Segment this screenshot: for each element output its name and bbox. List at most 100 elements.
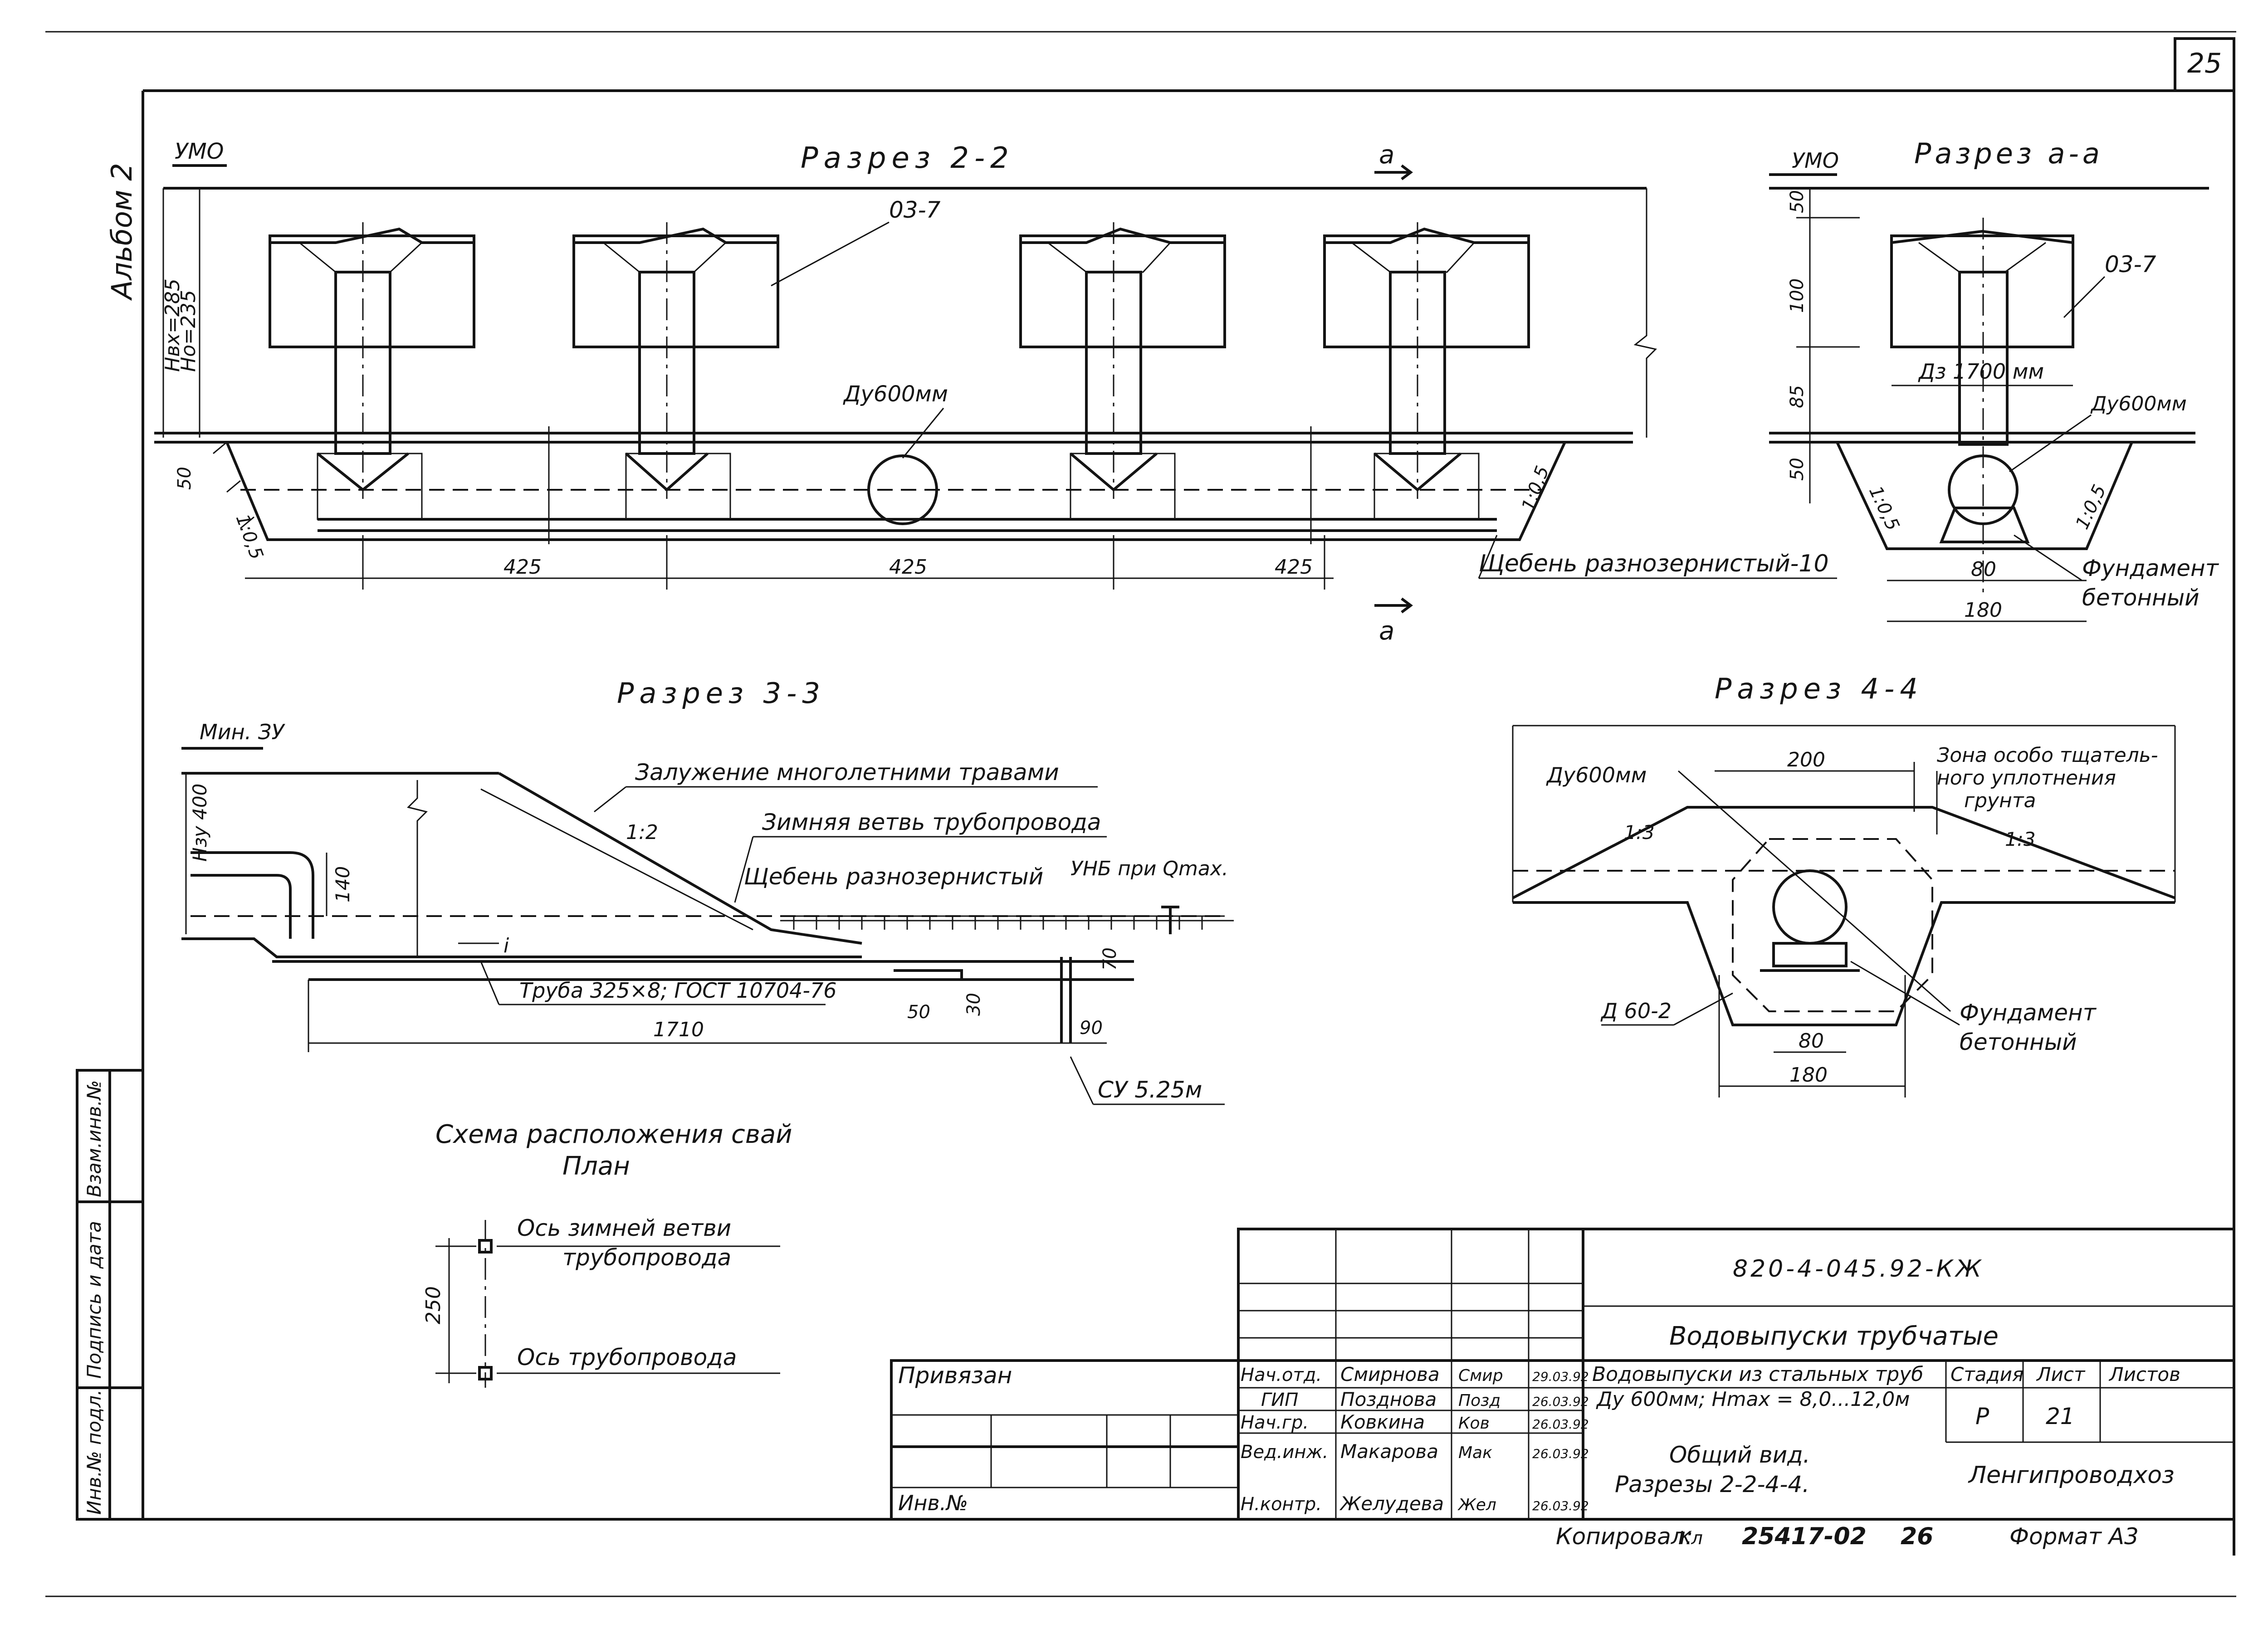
signer-signature: Жел — [1457, 1496, 1496, 1514]
order-sheet: 26 — [1901, 1523, 1933, 1550]
signer-row: Н.контр. Желудева Жел 26.03.92 — [1241, 1493, 1589, 1515]
section-a-a: Разрез а-а УМО 50 100 85 50 Дз 1700 мм 0… — [1769, 137, 2219, 622]
h-zu-label: Hзу 400 — [189, 784, 211, 862]
dim-250: 250 — [422, 1286, 445, 1324]
section-3-3: Разрез 3-3 Мин. ЗУ Hзу 400 140 1:2 i Зал… — [181, 677, 1234, 1105]
format: Формат А3 — [2009, 1523, 2139, 1550]
section-2-2-title: Разрез 2-2 — [801, 141, 1014, 175]
signer-role: Нач.отд. — [1241, 1365, 1322, 1385]
h-vx-label: Hвх=285 — [161, 278, 184, 372]
outlet-cap-4 — [1323, 222, 1530, 520]
dim-80-4-4: 80 — [1799, 1029, 1824, 1053]
pipe-label-a-a: Дy600мм — [2090, 392, 2187, 415]
pile-scheme: Схема расположения свай План 250 Ось зим… — [422, 1120, 792, 1388]
outlet-cap-2 — [572, 222, 779, 520]
signer-date: 29.03.92 — [1532, 1369, 1589, 1384]
foundation-a-a-1: Фундамент — [2082, 555, 2219, 581]
slope-left-a-a: 1:0,5 — [1865, 483, 1903, 534]
cut-letter-top: а — [1379, 140, 1394, 170]
signer-date: 26.03.92 — [1532, 1394, 1589, 1409]
signer-role: Н.контр. — [1241, 1494, 1322, 1515]
side-inv-podl: Инв.№ подл. — [83, 1390, 105, 1515]
tb-inv-no: Инв.№ — [898, 1491, 968, 1515]
pile-marker-main — [478, 1366, 493, 1380]
outlet-cap-1 — [269, 222, 475, 520]
dim-a-a-85: 85 — [1787, 385, 1808, 408]
slope-left-4-4: 1:3 — [1624, 821, 1655, 844]
h-o-label: Hо=235 — [177, 290, 200, 372]
pile-scheme-title-2: План — [562, 1151, 630, 1181]
dim-50-3-3: 50 — [907, 1002, 930, 1023]
signer-date: 26.03.92 — [1532, 1446, 1589, 1461]
signer-row: Вед.инж. Макарова Мак 26.03.92 — [1241, 1440, 1589, 1463]
span-1: 425 — [503, 556, 542, 579]
tb-sheet-name-2: Разрезы 2-2-4-4. — [1615, 1471, 1809, 1497]
section-a-a-title: Разрез а-а — [1914, 137, 2103, 170]
section-4-4: Разрез 4-4 200 Дy600мм Зона особо тщател… — [1512, 672, 2176, 1097]
pile-scheme-title-1: Схема расположения свай — [435, 1120, 792, 1149]
dim-70-3-3: 70 — [1100, 947, 1120, 971]
copier-sign: Кл — [1678, 1528, 1703, 1549]
signer-signature: Смир — [1458, 1366, 1503, 1385]
zone-label-1: Зона особо тщатель- — [1937, 744, 2158, 767]
dim-140: 140 — [332, 866, 354, 902]
signer-name: Макарова — [1340, 1440, 1438, 1463]
side-stamp — [76, 1069, 144, 1521]
dim-90: 90 — [1080, 1018, 1103, 1039]
foundation-4-4-2: бетонный — [1960, 1029, 2077, 1055]
outlet-cap-3 — [1019, 222, 1226, 520]
tb-project: Водовыпуски трубчатые — [1669, 1322, 1999, 1351]
signer-date: 26.03.92 — [1532, 1417, 1589, 1432]
axis-pipe: Ось трубопровода — [517, 1344, 737, 1371]
page-number: 25 — [2187, 48, 2222, 79]
dim-1710: 1710 — [653, 1018, 704, 1041]
dim-200: 200 — [1787, 748, 1825, 771]
pipe-section-4-4 — [1772, 869, 1848, 945]
axis-winter-1: Ось зимней ветви — [517, 1215, 731, 1241]
tb-sheet: 21 — [2046, 1403, 2075, 1429]
album-label: Альбом 2 — [105, 163, 138, 301]
tb-object-2: Ду 600мм; Hmax = 8,0...12,0м — [1596, 1388, 1910, 1411]
tb-sheet-name-1: Общий вид. — [1669, 1442, 1810, 1468]
zone-label-2: ного уплотнения — [1937, 766, 2116, 790]
signer-role: Вед.инж. — [1241, 1442, 1328, 1463]
pipe-section-2-2 — [867, 454, 938, 525]
dim-180-a-a: 180 — [1964, 599, 2002, 622]
signer-role: ГИП — [1261, 1390, 1298, 1410]
grass-label: Залужение многолетними травами — [635, 759, 1059, 785]
signer-row: Нач.отд. Смирнова Смир 29.03.92 — [1241, 1363, 1589, 1385]
signer-date: 26.03.92 — [1532, 1498, 1589, 1513]
pipe-label-2-2: Дy600мм — [843, 381, 948, 407]
signer-signature: Мак — [1458, 1444, 1492, 1462]
title-block: 820-4-045.92-КЖ Водовыпуски трубчатые Во… — [890, 1228, 2235, 1521]
side-vzam-inv: Взам.инв.№ — [83, 1080, 105, 1197]
signer-row: Нач.гр. Ковкина Ков 26.03.92 — [1241, 1411, 1589, 1433]
signer-name: Позднова — [1340, 1388, 1437, 1410]
section-2-2: Разрез 2-2 УМО Hвх=285 Hо=235 — [154, 139, 1837, 646]
dim-a-a-50b: 50 — [1787, 458, 1808, 481]
signer-signature: Позд — [1458, 1391, 1501, 1410]
pipe-label-3-3: Труба 325×8; ГОСТ 10704-76 — [519, 978, 837, 1003]
span-2: 425 — [889, 556, 927, 579]
dz-label: Дз 1700 мм — [1918, 359, 2044, 384]
pile-label: СУ 5.25м — [1098, 1077, 1202, 1103]
tb-privyazan: Привязан — [898, 1362, 1012, 1389]
dim-50-2-2: 50 — [174, 467, 195, 490]
slope-right-2-2: 1:0,5 — [1518, 463, 1553, 514]
section-3-3-title: Разрез 3-3 — [617, 677, 826, 710]
pipe-section-a-a — [1948, 454, 2019, 525]
min-level-label: Мин. ЗУ — [200, 720, 285, 744]
gravel-2-2: Щебень разнозернистый-10 — [1479, 550, 1829, 577]
slope-right-4-4: 1:3 — [2005, 828, 2036, 850]
signer-role: Нач.гр. — [1241, 1412, 1309, 1433]
umo-label-a-a: УМО — [1792, 148, 1839, 173]
pile-marker-winter — [478, 1239, 493, 1254]
slope-left-2-2: 1:0,5 — [232, 512, 267, 562]
dim-a-a-50: 50 — [1787, 190, 1808, 213]
signer-name: Смирнова — [1340, 1363, 1440, 1385]
unb-label: УНБ при Qmax. — [1070, 857, 1228, 880]
section-4-4-title: Разрез 4-4 — [1715, 672, 1923, 705]
signer-signature: Ков — [1458, 1414, 1490, 1433]
tb-sheet-label: Лист — [2036, 1363, 2086, 1385]
cut-letter-bottom: а — [1379, 616, 1394, 646]
